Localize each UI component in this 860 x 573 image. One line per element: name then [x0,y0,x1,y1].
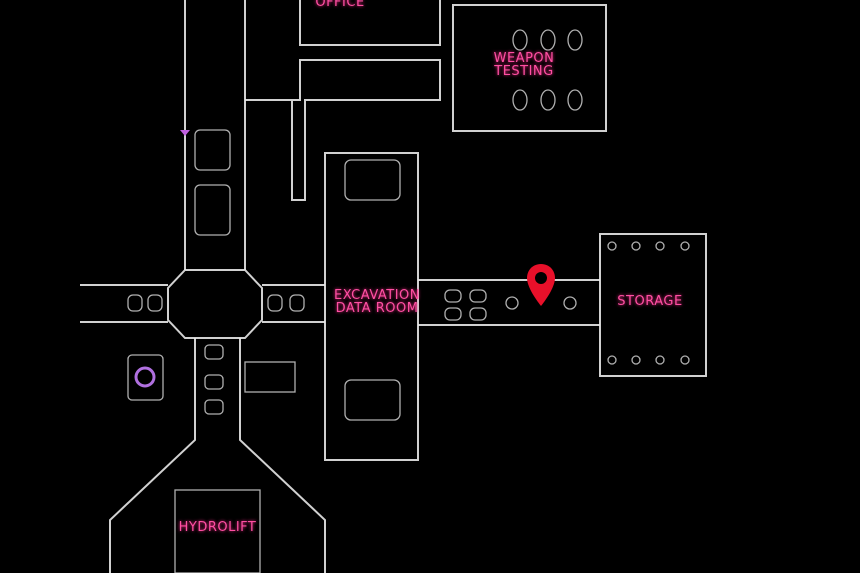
room-label-office: OFFICE [315,0,365,10]
office-corridor [245,59,441,201]
small-marker-icon [180,130,190,136]
north-corridor [184,0,246,270]
room-label-excavation: EXCAVATION DATA ROOM [334,288,420,316]
storage-room [599,233,707,377]
fixtures [127,29,690,421]
office-room [299,0,441,46]
emblem-alcove [127,354,164,401]
storage-corridor [418,279,600,326]
room-label-weapon-testing: WEAPON TESTING [493,51,555,79]
hydrolift-emblem-icon [134,366,156,388]
hydrolift-platform [174,489,261,573]
weapon-testing-room [452,4,607,132]
room-label-storage: STORAGE [617,294,683,309]
hydrolift-area [109,338,326,573]
west-corridor [80,284,168,323]
location-pin-icon[interactable] [525,262,557,308]
side-room [244,361,296,393]
east-corridor [262,284,325,323]
excavation-room [324,152,419,461]
room-label-hydrolift: HYDROLIFT [178,520,257,535]
central-hub [167,269,263,339]
